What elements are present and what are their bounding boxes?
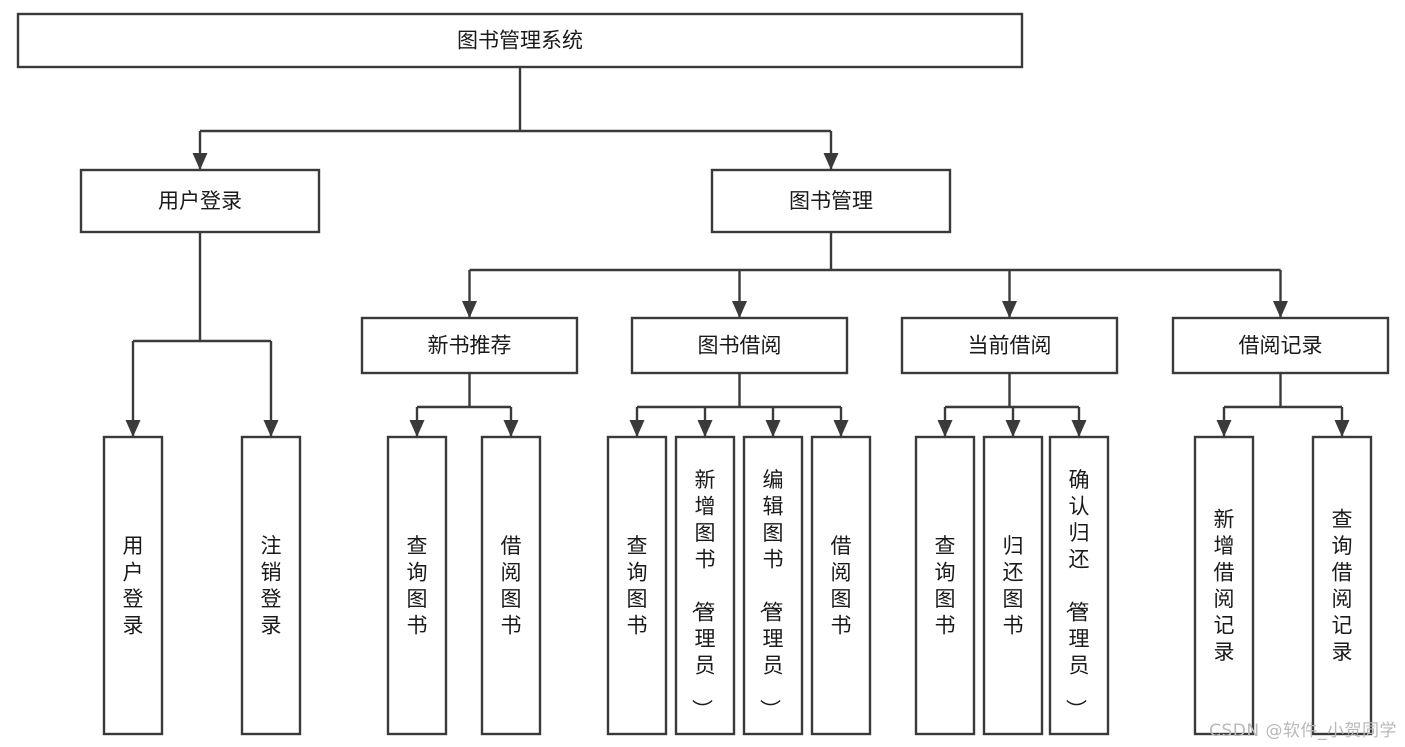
node-box[interactable] [1048,435,1110,736]
node-label: 查询借阅记录 [1332,508,1353,665]
node-box[interactable] [360,316,579,375]
arrowhead-icon [823,153,839,170]
node-borrow-book-2[interactable]: 借阅图书 [810,435,872,736]
node-box[interactable] [16,12,1024,69]
node-book-manage[interactable]: 图书管理 [710,168,952,234]
node-user-login-leaf[interactable]: 用户登录 [102,435,164,736]
node-new-book-recommend[interactable]: 新书推荐 [360,316,579,375]
node-box[interactable] [810,435,872,736]
arrowhead-icon [937,420,953,437]
node-label: 借阅记录 [1239,334,1323,358]
arrowhead-icon [192,153,208,170]
arrowhead-icon [503,420,519,437]
arrowhead-icon [765,420,781,437]
node-borrow-book-1[interactable]: 借阅图书 [480,435,542,736]
node-box[interactable] [914,435,976,736]
node-label: 查询图书 [935,534,956,638]
arrowhead-icon [1216,420,1232,437]
node-box[interactable] [1171,316,1390,375]
node-box[interactable] [1311,435,1373,736]
arrowhead-icon [1005,420,1021,437]
node-label: 注销登录 [261,534,282,638]
arrowhead-icon [629,420,645,437]
node-label: 查询图书 [407,534,428,638]
node-label: 新书推荐 [428,334,512,358]
node-book-borrow[interactable]: 图书借阅 [630,316,849,375]
arrowhead-icon [1273,301,1288,318]
node-label: 新增借阅记录 [1214,508,1235,665]
node-box[interactable] [240,435,302,736]
node-label: 新增图书（管理员） [690,468,716,720]
edges-layer [125,67,1350,437]
node-label: 图书管理系统 [457,29,583,53]
node-box[interactable] [480,435,542,736]
node-query-book-3[interactable]: 查询图书 [914,435,976,736]
node-add-book-admin[interactable]: 新增图书（管理员） [674,435,736,736]
arrowhead-icon [732,301,747,318]
arrowhead-icon [1334,420,1350,437]
node-box[interactable] [606,435,668,736]
node-add-borrow-record[interactable]: 新增借阅记录 [1193,435,1255,736]
node-user-logout-leaf[interactable]: 注销登录 [240,435,302,736]
node-confirm-return-admin[interactable]: 确认归还（管理员） [1048,435,1110,736]
node-label: 查询图书 [627,534,648,638]
node-label: 编辑图书（管理员） [758,468,784,720]
node-label: 当前借阅 [968,334,1052,358]
node-label: 图书借阅 [698,334,782,358]
arrowhead-icon [1071,420,1087,437]
arrowhead-icon [1002,301,1017,318]
node-query-book-2[interactable]: 查询图书 [606,435,668,736]
node-box[interactable] [742,435,804,736]
node-return-book[interactable]: 归还图书 [982,435,1044,736]
node-label: 用户登录 [123,534,144,638]
node-box[interactable] [900,316,1119,375]
node-box[interactable] [710,168,952,234]
nodes-layer: 图书管理系统用户登录用户登录注销登录图书管理新书推荐查询图书借阅图书图书借阅查询… [16,12,1390,736]
node-box[interactable] [674,435,736,736]
arrowhead-icon [125,420,141,437]
arrowhead-icon [697,420,713,437]
node-box[interactable] [1193,435,1255,736]
node-root-图书管理系统[interactable]: 图书管理系统 [16,12,1024,69]
node-query-book-1[interactable]: 查询图书 [386,435,448,736]
node-box[interactable] [982,435,1044,736]
node-box[interactable] [79,168,321,234]
node-box[interactable] [630,316,849,375]
node-edit-book-admin[interactable]: 编辑图书（管理员） [742,435,804,736]
node-user-login[interactable]: 用户登录 [79,168,321,234]
node-label: 借阅图书 [831,534,852,638]
arrowhead-icon [833,420,849,437]
node-label: 图书管理 [789,189,873,213]
node-box[interactable] [386,435,448,736]
node-label: 用户登录 [158,189,242,213]
node-label: 借阅图书 [501,534,522,638]
node-query-borrow-record[interactable]: 查询借阅记录 [1311,435,1373,736]
node-label: 确认归还（管理员） [1064,468,1090,720]
node-box[interactable] [102,435,164,736]
arrowhead-icon [263,420,279,437]
node-current-borrow[interactable]: 当前借阅 [900,316,1119,375]
node-borrow-record[interactable]: 借阅记录 [1171,316,1390,375]
node-label: 归还图书 [1003,534,1024,638]
arrowhead-icon [462,301,477,318]
arrowhead-icon [409,420,425,437]
